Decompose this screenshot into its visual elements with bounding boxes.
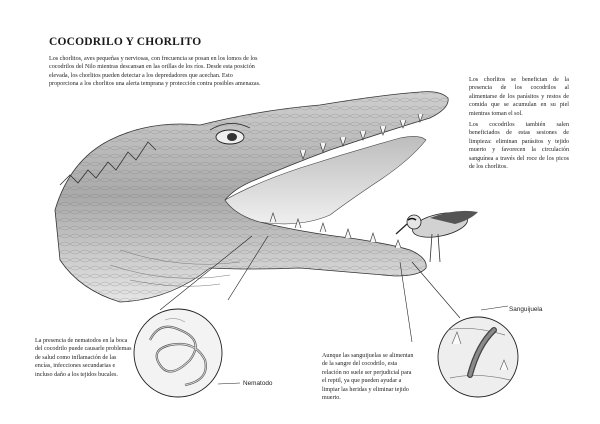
leech-note: Aunque las sanguijuelas se alimentan de … — [322, 353, 414, 402]
plover-bird-drawing — [395, 210, 478, 263]
nematode-note: La presencia de nematodos en la boca del… — [35, 338, 132, 378]
plover-benefit-paragraph: Los chorlitos se benefician de la presen… — [469, 77, 569, 117]
leech-magnifier — [437, 316, 519, 398]
nematode-label: Nematodo — [243, 380, 273, 387]
page-title: COCODRILO Y CHORLITO — [49, 36, 202, 48]
intro-paragraph: Los chorlitos, aves pequeñas y nerviosas… — [49, 56, 261, 88]
crocodile-drawing — [54, 91, 449, 303]
nematode-magnifier — [133, 308, 223, 398]
crocodile-benefit-paragraph: Los cocodrilos también salen beneficiado… — [469, 122, 569, 171]
leech-label: Sanguijuela — [509, 306, 543, 313]
